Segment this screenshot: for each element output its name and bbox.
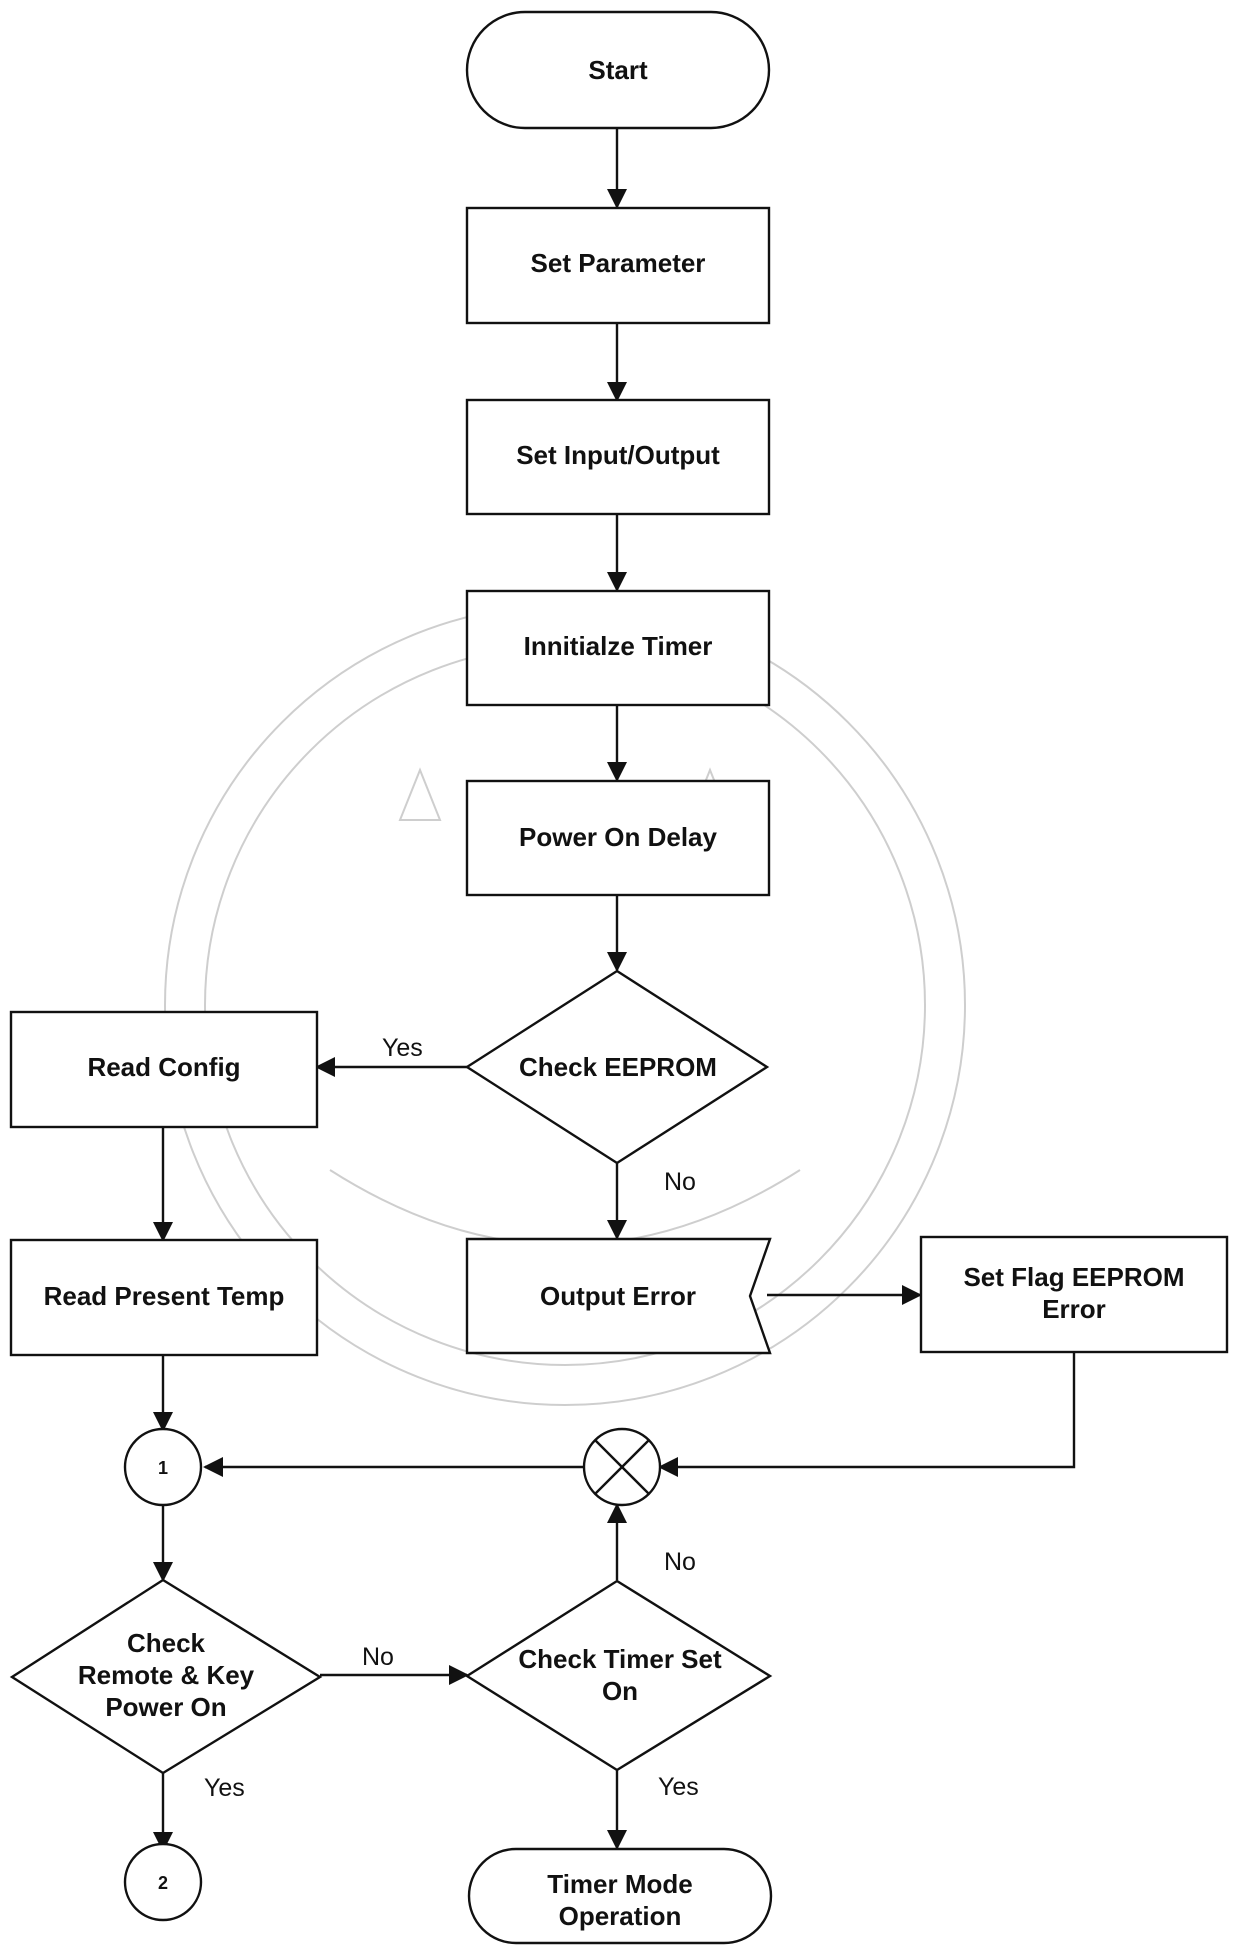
check-remote-label-line3: Power On xyxy=(105,1692,226,1722)
timer-yes-label: Yes xyxy=(658,1773,699,1801)
output-error-shape: Output Error xyxy=(465,1237,772,1355)
output-error-label: Output Error xyxy=(540,1281,696,1311)
check-timer-decision: Check Timer Set On xyxy=(464,1579,773,1772)
set-flag-label-line2: Error xyxy=(1042,1294,1106,1324)
check-timer-label-line1: Check Timer Set xyxy=(518,1644,722,1674)
check-eeprom-label: Check EEPROM xyxy=(519,1052,717,1082)
timer-mode-terminator: Timer Mode Operation xyxy=(467,1847,773,1945)
start-terminator: Start xyxy=(465,10,771,130)
read-present-temp-label: Read Present Temp xyxy=(44,1281,285,1311)
remote-no-label: No xyxy=(362,1643,394,1671)
init-timer-process: Innitialze Timer xyxy=(465,589,771,707)
set-flag-label-line1: Set Flag EEPROM xyxy=(963,1262,1184,1292)
set-io-process: Set Input/Output xyxy=(465,398,771,516)
connector-2-label: 2 xyxy=(158,1873,168,1893)
remote-yes-label: Yes xyxy=(204,1774,245,1802)
connector-1: 1 xyxy=(123,1427,203,1507)
timer-mode-label-line2: Operation xyxy=(559,1901,682,1931)
eeprom-no-label: No xyxy=(664,1168,696,1196)
set-parameter-process: Set Parameter xyxy=(465,206,771,325)
set-io-label: Set Input/Output xyxy=(516,440,720,470)
summing-junction xyxy=(582,1427,662,1507)
edge-labels: Yes No No Yes No Yes xyxy=(204,1034,699,1802)
connector-1-label: 1 xyxy=(158,1458,168,1478)
read-config-process: Read Config xyxy=(9,1010,319,1129)
timer-no-label: No xyxy=(664,1548,696,1576)
eeprom-yes-label: Yes xyxy=(382,1034,423,1062)
init-timer-label: Innitialze Timer xyxy=(524,631,713,661)
connectors xyxy=(153,128,1076,1852)
check-remote-label-line1: Check xyxy=(127,1628,206,1658)
check-remote-decision: Check Remote & Key Power On xyxy=(9,1578,323,1775)
set-flag-eeprom-process: Set Flag EEPROM Error xyxy=(919,1235,1229,1354)
connector-2: 2 xyxy=(123,1842,203,1922)
check-eeprom-decision: Check EEPROM xyxy=(464,969,770,1165)
set-parameter-label: Set Parameter xyxy=(531,248,706,278)
read-config-label: Read Config xyxy=(87,1052,240,1082)
read-present-temp-process: Read Present Temp xyxy=(9,1238,319,1357)
check-timer-label-line2: On xyxy=(602,1676,638,1706)
power-on-delay-process: Power On Delay xyxy=(465,779,771,897)
timer-mode-label-line1: Timer Mode xyxy=(547,1869,692,1899)
check-remote-label-line2: Remote & Key xyxy=(78,1660,255,1690)
start-label: Start xyxy=(588,55,648,85)
power-on-delay-label: Power On Delay xyxy=(519,822,717,852)
